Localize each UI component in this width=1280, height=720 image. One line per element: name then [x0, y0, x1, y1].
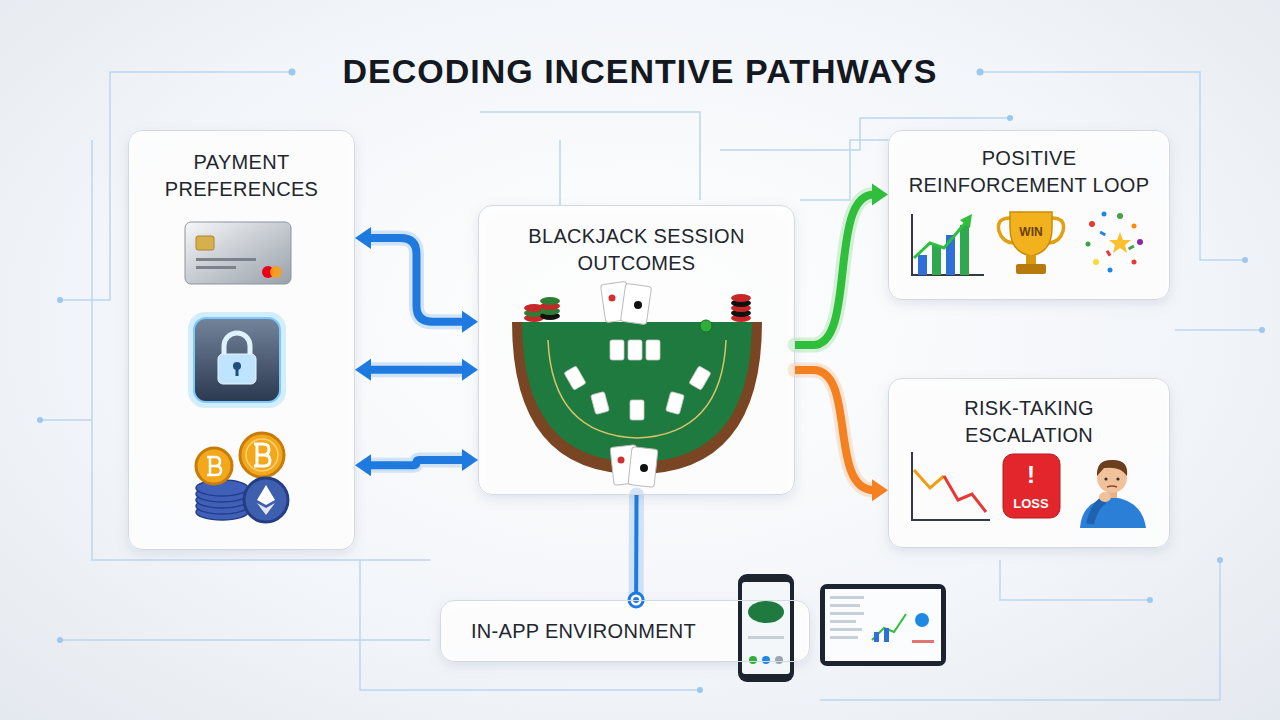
tablet-device [820, 584, 946, 666]
connector-line [369, 366, 464, 374]
circuit-dots [37, 69, 1265, 694]
category-panel: PAYMENT PREFERENCES [128, 130, 355, 550]
connector-glow [369, 238, 464, 322]
lock-icon [191, 315, 283, 405]
arrow-head [462, 359, 478, 381]
connector [355, 227, 478, 333]
circuit-lines [40, 72, 1262, 700]
arrow-head [872, 184, 888, 206]
trophy-label: WIN [1019, 226, 1042, 238]
arrow-head [462, 449, 478, 471]
crypto-coins-icon [196, 433, 288, 522]
node-label: BLACKJACK SESSION OUTCOMES [506, 223, 768, 277]
trophy-icon [998, 212, 1063, 274]
node-label: RISK-TAKING ESCALATION [929, 395, 1129, 449]
loss-badge-icon [1003, 454, 1060, 518]
phone-device [738, 574, 794, 682]
connector-glow [795, 370, 874, 490]
confetti-icon [1086, 212, 1144, 273]
connector-line [369, 460, 464, 465]
connector-glow [369, 362, 464, 377]
bar-chart-icon [912, 214, 984, 275]
connector-line [369, 238, 464, 322]
arrow-head [462, 311, 478, 333]
connector-glow [369, 460, 464, 465]
connector [355, 359, 478, 381]
connector [795, 370, 888, 501]
connector-line [795, 370, 874, 490]
arrow-head [872, 479, 888, 501]
blackjack-table [512, 281, 762, 487]
arrow-head [355, 227, 371, 249]
alert-mark: ! [1027, 463, 1035, 487]
arrow-head [355, 359, 371, 381]
node-label: POSITIVE REINFORCEMENT LOOP [899, 145, 1159, 199]
connector-line [634, 495, 638, 600]
outcome-panel: POSITIVE REINFORCEMENT LOOP [888, 130, 1170, 300]
loss-label: LOSS [1013, 497, 1048, 510]
hub-panel: BLACKJACK SESSION OUTCOMES [478, 205, 795, 495]
falling-chart-icon [912, 452, 990, 520]
panel-backgrounds [128, 130, 1170, 662]
connector-line [795, 195, 874, 345]
connector [355, 449, 478, 476]
worried-person-icon [1080, 460, 1146, 528]
node-label: PAYMENT PREFERENCES [147, 149, 337, 203]
environment-bar: IN-APP ENVIRONMENT [440, 600, 810, 662]
connector-glow [795, 195, 874, 345]
credit-card-icon [185, 222, 291, 284]
node-label: IN-APP ENVIRONMENT [471, 618, 696, 645]
connector [629, 495, 643, 607]
connector-glow [629, 495, 644, 600]
diagram-title: DECODING INCENTIVE PATHWAYS [0, 52, 1280, 91]
connector [795, 184, 888, 345]
arrow-head [355, 454, 371, 476]
